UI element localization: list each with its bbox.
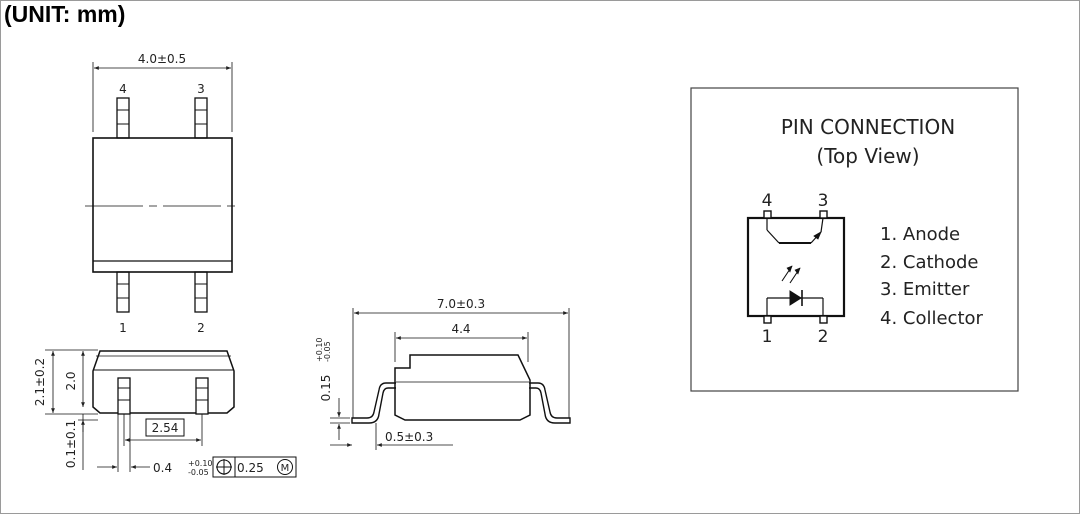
legend-collector: 4. Collector [880,308,984,329]
top-pin3-label: 3 [197,82,205,96]
unit-title: (UNIT: mm) [4,1,126,27]
height-total-label: 2.1±0.2 [33,358,47,406]
pc-pin2-label: 2 [818,327,829,347]
pc-pin3-label: 3 [818,191,829,211]
front-lead-left [117,377,131,415]
height-body-label: 2.0 [64,371,78,390]
pitch-box [145,418,185,437]
mmc-circle-icon [277,459,293,475]
overall-width-label: 7.0±0.3 [437,297,485,311]
side-body [394,354,531,421]
legend-emitter: 3. Emitter [880,279,970,300]
pitch-label: 2.54 [152,421,179,435]
lead-thickness-label: 0.15 [319,375,333,402]
top-pin4-label: 4 [119,82,127,96]
pin-connection-title: PIN CONNECTION [781,115,955,139]
top-body [92,137,233,273]
pc-pin1-label: 1 [762,327,773,347]
top-pin-1 [116,271,130,313]
lead-thickness-tol-minus: -0.05 [323,341,332,362]
front-lead-right [195,377,209,415]
side-lead-left [351,382,396,424]
mmc-label: M [281,463,290,474]
top-pin1-label: 1 [119,321,127,335]
body-width-label: 4.4 [451,322,470,336]
front-body [92,350,235,414]
legend-cathode: 2. Cathode [880,252,978,273]
side-lead-right [529,382,571,424]
position-tol-label: 0.25 [237,461,264,475]
lead-width-tol-minus: -0.05 [188,468,209,477]
pc-pin4-label: 4 [762,191,773,211]
top-view [85,62,240,313]
top-pin2-label: 2 [197,321,205,335]
top-width-label: 4.0±0.5 [138,52,186,66]
top-pin-2 [194,271,208,313]
standoff-label: 0.1±0.1 [64,420,78,468]
foot-length-label: 0.5±0.3 [385,430,433,444]
lead-thickness-tol-plus: +0.10 [315,337,324,362]
side-view [330,308,571,450]
pin-connection-box [690,87,1019,392]
schematic [746,210,846,324]
lead-width-label: 0.4 [153,461,172,475]
pin-connection-subtitle: (Top View) [816,144,919,168]
top-pin-4 [116,97,130,139]
top-pin-3 [194,97,208,139]
legend-anode: 1. Anode [880,224,960,245]
led-diode-icon [789,290,802,306]
position-tolerance-frame [212,456,297,478]
lead-width-tol-plus: +0.10 [188,459,213,468]
schematic-package [746,216,846,318]
front-view [45,349,297,478]
